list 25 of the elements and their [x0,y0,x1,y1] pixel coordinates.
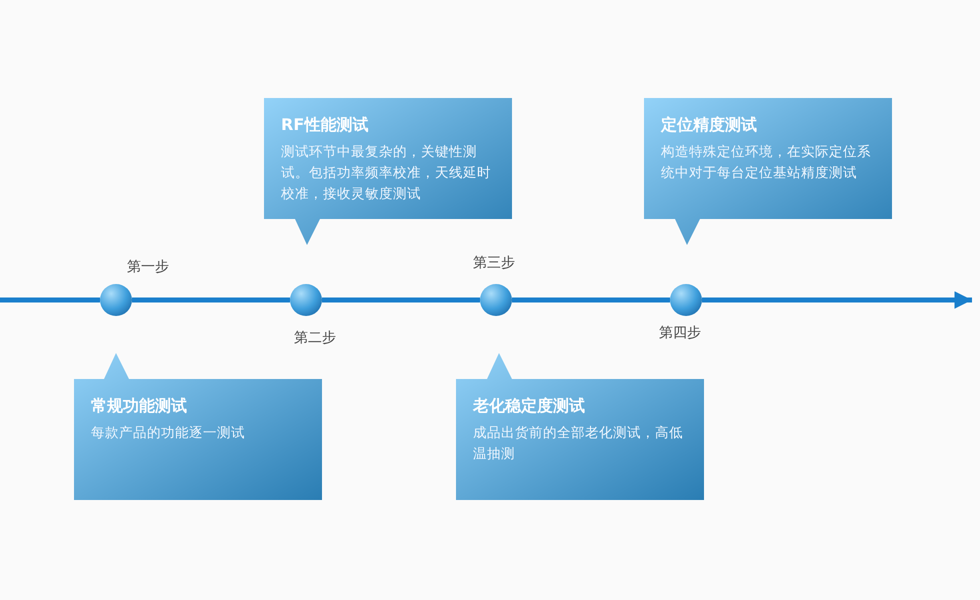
card-description: 成品出货前的全部老化测试，高低温抽测 [473,424,684,464]
card-title: 常规功能测试 [91,396,188,416]
card-title: 定位精度测试 [661,115,758,135]
card-title: RF性能测试 [281,115,370,135]
timeline-dot [100,284,132,316]
timeline-line [132,298,290,302]
timeline-dot [290,284,322,316]
callout-card [74,353,322,500]
step-label: 第二步 [294,329,336,347]
timeline-arrow [702,291,972,309]
timeline-dot [670,284,702,316]
card-title: 老化稳定度测试 [473,396,586,416]
callout-card [456,353,704,500]
timeline-line [322,298,480,302]
card-description: 每款产品的功能逐一测试 [91,424,246,443]
card-description: 测试环节中最复杂的，关键性测试。包括功率频率校准，天线延时校准，接收灵敏度测试 [281,143,492,204]
step-label: 第四步 [659,324,701,342]
callout-card [644,98,892,245]
card-description: 构造特殊定位环境，在实际定位系统中对于每台定位基站精度测试 [661,143,872,183]
timeline-line [0,298,100,302]
timeline-dot [480,284,512,316]
callout-card [264,98,512,245]
step-label: 第三步 [473,254,515,272]
step-label: 第一步 [127,258,169,276]
timeline-line [512,298,670,302]
